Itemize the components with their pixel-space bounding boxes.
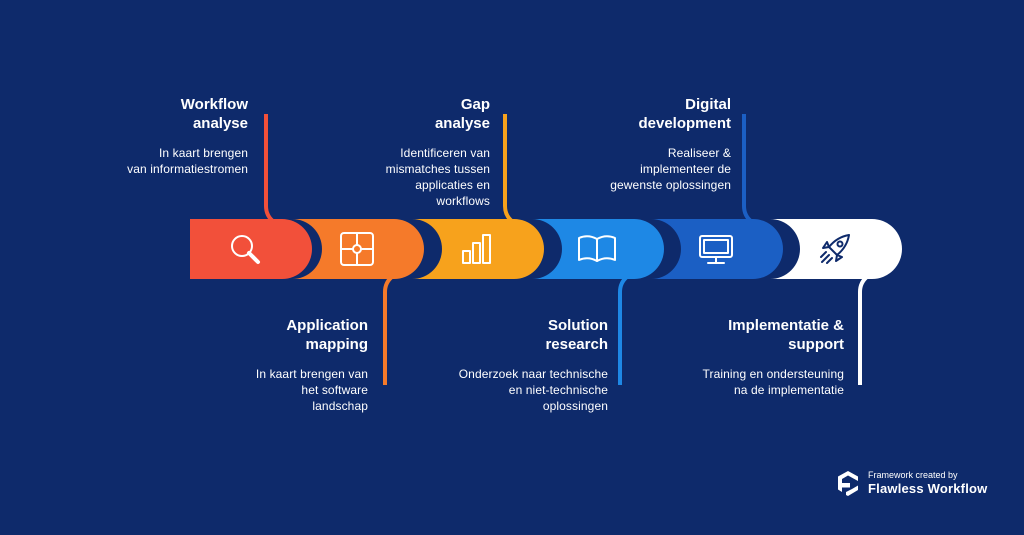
step-description: Onderzoek naar technische en niet-techni… <box>458 367 608 413</box>
step-label-implementatie-support: Implementatie & support Training en onde… <box>664 316 844 398</box>
magnifier-icon <box>231 235 260 264</box>
rocket-icon <box>820 234 850 264</box>
connector-line <box>742 114 754 224</box>
step-segment <box>412 219 544 279</box>
footer-created-by: Framework created by <box>868 470 958 480</box>
step-title: Application mapping <box>286 317 368 353</box>
book-icon <box>578 235 616 262</box>
step-label-workflow-analyse: Workflow analyse In kaart brengen van in… <box>90 95 248 177</box>
segment-shape <box>651 219 783 279</box>
step-title: Solution research <box>545 317 608 353</box>
connector-line <box>618 274 630 385</box>
connector-line <box>383 274 395 385</box>
step-label-digital-development: Digital development Realiseer & implemen… <box>570 95 731 193</box>
footer-credit: Framework created by Flawless Workflow <box>836 470 987 496</box>
step-title: Gap analyse <box>434 96 490 132</box>
step-title: Workflow analyse <box>180 96 248 132</box>
step-title: Digital development <box>638 96 731 132</box>
flawless-workflow-logo-icon <box>838 471 858 496</box>
step-description: Training en ondersteuning na de implemen… <box>702 367 844 397</box>
step-description: Identificeren van mismatches tussen appl… <box>385 146 490 208</box>
step-label-gap-analyse: Gap analyse Identificeren van mismatches… <box>330 95 490 209</box>
puzzle-icon <box>340 232 374 266</box>
connector-line <box>503 114 515 224</box>
segments <box>190 219 902 279</box>
step-description: In kaart brengen van het software landsc… <box>255 367 368 413</box>
step-segment <box>292 219 424 279</box>
segment-shape <box>412 219 544 279</box>
step-description: In kaart brengen van informatiestromen <box>127 146 248 176</box>
step-title: Implementatie & support <box>728 317 844 353</box>
segment-shape <box>292 219 424 279</box>
bar-chart-icon <box>462 234 491 264</box>
step-label-application-mapping: Application mapping In kaart brengen van… <box>210 316 368 414</box>
connector-line <box>264 114 276 224</box>
footer-brand: Flawless Workflow <box>868 481 988 496</box>
step-segment <box>651 219 783 279</box>
step-label-solution-research: Solution research Onderzoek naar technis… <box>420 316 608 414</box>
monitor-icon <box>699 235 733 264</box>
step-description: Realiseer & implementeer de gewenste opl… <box>610 146 731 192</box>
step-segment <box>770 219 902 279</box>
segment-shape <box>770 219 902 279</box>
connector-line <box>858 274 870 385</box>
